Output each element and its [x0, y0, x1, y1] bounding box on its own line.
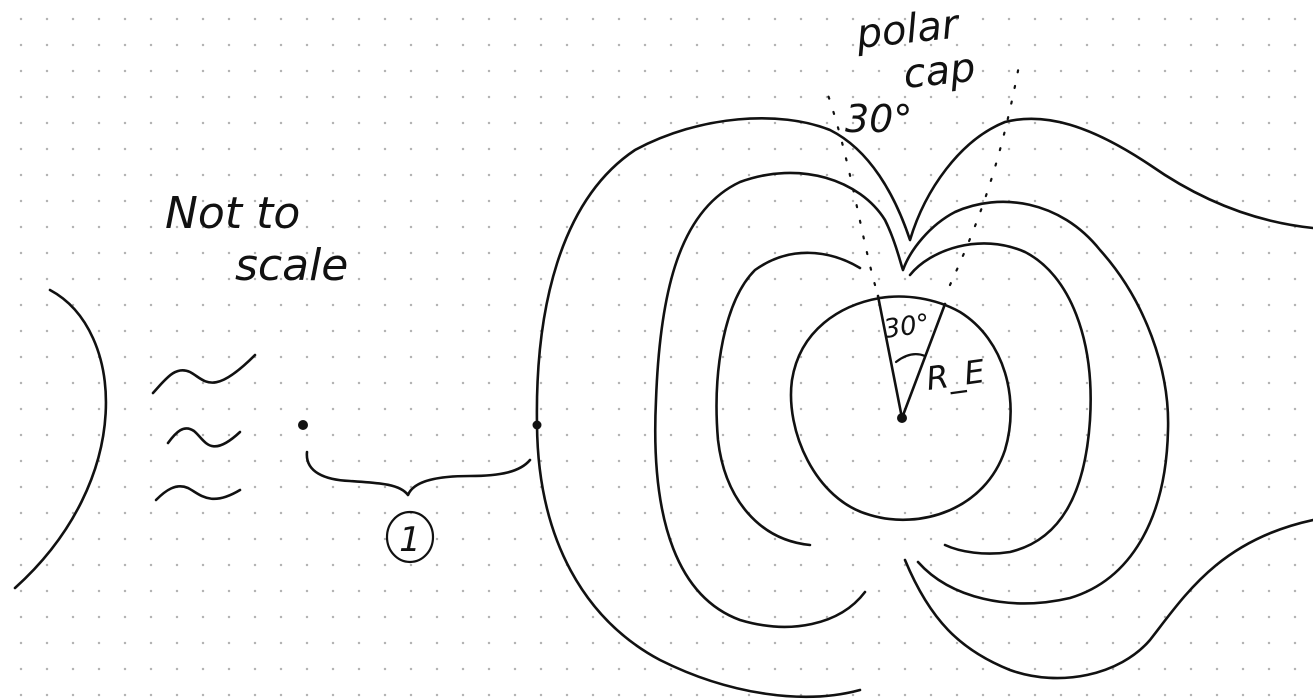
- earth-angle-label: 30°: [882, 309, 932, 345]
- solar-wind-squiggle-bottom: [154, 485, 242, 502]
- field-line-3-right: [908, 242, 1092, 555]
- earth-circle: [789, 295, 1012, 522]
- wedge-angle-arc: [894, 353, 927, 364]
- outer-field-line-tail: [903, 518, 1313, 680]
- distance-brace: [305, 450, 532, 497]
- earth-radius-label: R_E: [924, 352, 988, 398]
- cap-angle-label: 30°: [845, 97, 912, 141]
- solar-wind-squiggle-top: [151, 353, 257, 395]
- not-to-scale-line1: Not to: [165, 188, 300, 239]
- polar-cap-label-line2: cap: [901, 45, 977, 98]
- marker-number: 1: [399, 520, 421, 560]
- outer-field-line-day: [535, 117, 1313, 698]
- polar-cap-radius-right: [900, 302, 947, 420]
- polar-cap-radius-left: [876, 294, 904, 420]
- field-line-3: [715, 251, 862, 547]
- sun-edge-arc: [13, 288, 108, 590]
- solar-wind-squiggle-middle: [166, 427, 242, 448]
- not-to-scale-line2: scale: [235, 240, 348, 291]
- polar-cap-label-line1: polar: [853, 1, 963, 58]
- field-line-2: [654, 171, 1170, 629]
- marker-circle: [385, 510, 435, 564]
- cap-projection-right: [948, 58, 1022, 287]
- reference-point-left: [298, 420, 308, 430]
